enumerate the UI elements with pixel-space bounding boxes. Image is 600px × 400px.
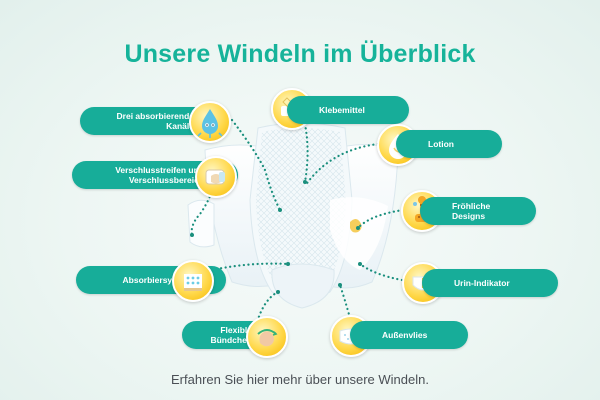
- feature-aussenvlies-label: Außenvlies: [382, 330, 428, 340]
- feature-buendchen-label: Flexible Bündchen: [210, 325, 252, 345]
- page-subtitle: Erfahren Sie hier mehr über unsere Winde…: [171, 372, 429, 387]
- feature-verschluss-label: Verschlusstreifen und Verschlussbereich: [115, 165, 204, 185]
- feature-klebemittel-pill[interactable]: Klebemittel: [287, 96, 409, 124]
- feature-designs-label: Fröhliche Designs: [452, 201, 491, 221]
- feature-kanaele-label: Drei absorbierende Kanäle: [116, 111, 194, 131]
- feature-absorbier-label: Absorbiersystem: [122, 275, 192, 285]
- feature-designs-pill[interactable]: Fröhliche Designs: [420, 197, 536, 225]
- feature-urin-pill[interactable]: Urin-Indikator: [422, 269, 558, 297]
- stretch-cuff-icon: [246, 316, 288, 358]
- feature-urin-label: Urin-Indikator: [454, 278, 510, 288]
- fastening-tape-icon: [195, 156, 237, 198]
- page-title: Unsere Windeln im Überblick: [124, 40, 476, 68]
- droplet-character-icon: [189, 101, 231, 143]
- feature-klebemittel-label: Klebemittel: [319, 105, 365, 115]
- absorbent-core-icon: [172, 260, 214, 302]
- feature-lotion-label: Lotion: [428, 139, 454, 149]
- feature-aussenvlies-pill[interactable]: Außenvlies: [350, 321, 468, 349]
- feature-lotion-pill[interactable]: Lotion: [396, 130, 502, 158]
